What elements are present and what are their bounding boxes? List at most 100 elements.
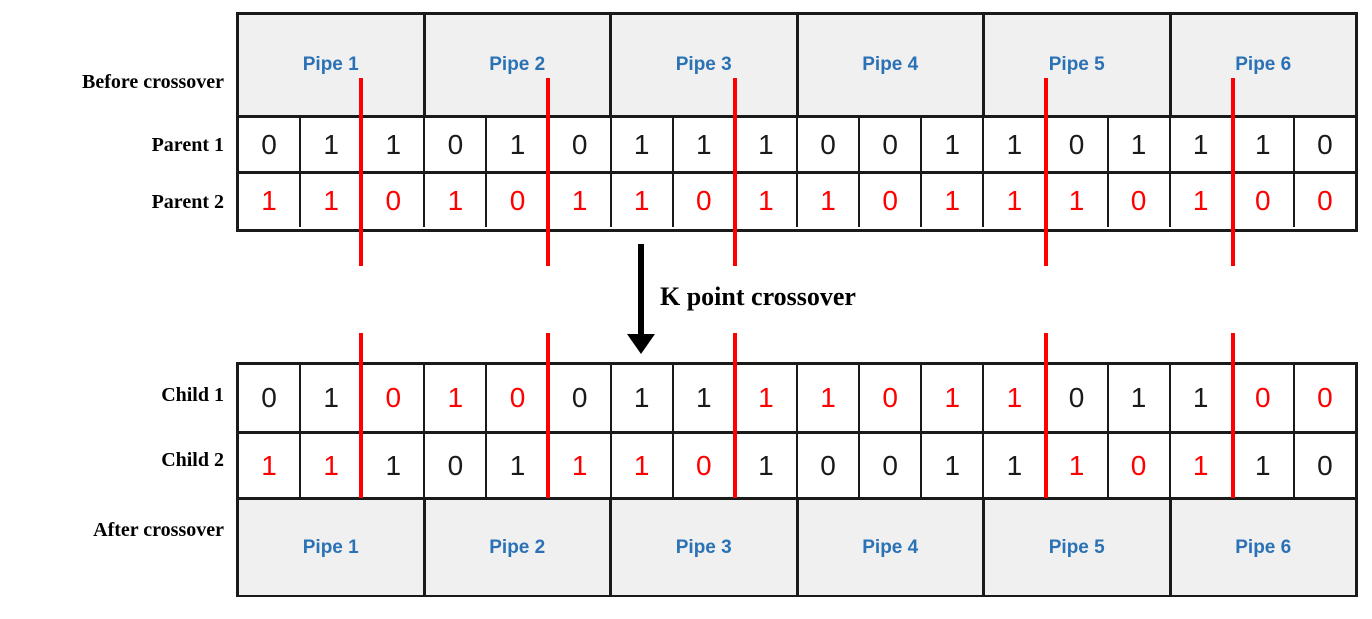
child2-gene-9: 1 [733,434,796,497]
label-parent-1: Parent 1 [151,134,224,156]
parent1-gene-4: 0 [423,118,486,171]
child2-gene-5: 1 [485,434,548,497]
parent2-gene-13: 1 [982,174,1045,227]
child1-gene-4: 1 [423,365,486,431]
parent1-gene-6: 0 [547,118,610,171]
parent1-gene-5: 1 [485,118,548,171]
parent2-gene-12: 1 [920,174,983,227]
parent1-gene-7: 1 [609,118,672,171]
child1-gene-3: 0 [361,365,424,431]
child2-gene-17: 1 [1230,434,1293,497]
crossover-line-bottom-4 [1044,333,1049,498]
before-pipe-cell-3: Pipe 3 [609,15,796,115]
child1-gene-5: 0 [485,365,548,431]
crossover-line-top-4 [1044,78,1049,266]
parent2-gene-7: 1 [609,174,672,227]
child2-gene-18: 0 [1292,434,1355,497]
child2-gene-14: 1 [1044,434,1107,497]
k-point-crossover-caption: K point crossover [660,282,856,311]
before-pipe-cell-6: Pipe 6 [1168,15,1355,115]
parent1-gene-16: 1 [1168,118,1231,171]
parent2-gene-9: 1 [733,174,796,227]
parent2-gene-11: 0 [858,174,921,227]
child2-gene-8: 0 [671,434,734,497]
child2-gene-4: 0 [423,434,486,497]
parent2-gene-14: 1 [1044,174,1107,227]
child1-gene-18: 0 [1292,365,1355,431]
crossover-line-top-5 [1231,78,1236,266]
label-child-2: Child 2 [161,449,224,471]
label-parent-2: Parent 2 [151,191,224,213]
parent2-gene-3: 0 [361,174,424,227]
crossover-line-top-1 [358,78,363,266]
parent2-gene-15: 0 [1106,174,1169,227]
after-pipe-cell-1: Pipe 1 [239,500,423,595]
parent1-gene-18: 0 [1292,118,1355,171]
child2-gene-13: 1 [982,434,1045,497]
parent2-gene-4: 1 [423,174,486,227]
parent2-gene-18: 0 [1292,174,1355,227]
child1-gene-9: 1 [733,365,796,431]
child1-gene-14: 0 [1044,365,1107,431]
parent1-gene-1: 0 [239,118,300,171]
parent2-gene-17: 0 [1230,174,1293,227]
parent2-gene-8: 0 [671,174,734,227]
parent1-gene-9: 1 [733,118,796,171]
child1-gene-15: 1 [1106,365,1169,431]
after-pipe-cell-2: Pipe 2 [422,500,609,595]
before-pipe-cell-5: Pipe 5 [982,15,1169,115]
child1-gene-13: 1 [982,365,1045,431]
child2-gene-12: 1 [920,434,983,497]
after-pipe-cell-3: Pipe 3 [609,500,796,595]
crossover-line-top-3 [732,78,737,266]
child1-gene-10: 1 [795,365,859,431]
after-pipe-cell-6: Pipe 6 [1168,500,1355,595]
parent1-gene-17: 1 [1230,118,1293,171]
child2-gene-11: 0 [858,434,921,497]
down-arrow-icon [627,244,655,354]
after-pipe-cell-5: Pipe 5 [982,500,1169,595]
child2-gene-16: 1 [1168,434,1231,497]
parent1-gene-11: 0 [858,118,921,171]
child1-gene-12: 1 [920,365,983,431]
before-pipe-cell-2: Pipe 2 [422,15,609,115]
child1-gene-1: 0 [239,365,300,431]
child1-gene-16: 1 [1168,365,1231,431]
parent1-gene-14: 0 [1044,118,1107,171]
parent2-gene-5: 0 [485,174,548,227]
label-after-crossover: After crossover [93,519,224,541]
parent1-gene-8: 1 [671,118,734,171]
child2-gene-10: 0 [795,434,859,497]
crossover-line-top-2 [545,78,550,266]
parent1-gene-2: 1 [299,118,362,171]
child2-gene-2: 1 [299,434,362,497]
parent1-gene-13: 1 [982,118,1045,171]
parent2-gene-6: 1 [547,174,610,227]
child2-gene-6: 1 [547,434,610,497]
child1-gene-6: 0 [547,365,610,431]
parent2-gene-1: 1 [239,174,300,227]
parent2-gene-16: 1 [1168,174,1231,227]
parent1-gene-3: 1 [361,118,424,171]
child1-gene-17: 0 [1230,365,1293,431]
child1-gene-11: 0 [858,365,921,431]
crossover-line-bottom-1 [358,333,363,498]
child1-gene-8: 1 [671,365,734,431]
parent1-gene-15: 1 [1106,118,1169,171]
crossover-line-bottom-5 [1231,333,1236,498]
parent1-gene-10: 0 [795,118,859,171]
label-child-1: Child 1 [161,384,224,406]
child2-gene-7: 1 [609,434,672,497]
parent2-gene-10: 1 [795,174,859,227]
child2-gene-3: 1 [361,434,424,497]
crossover-line-bottom-3 [732,333,737,498]
label-before-crossover: Before crossover [82,71,224,93]
